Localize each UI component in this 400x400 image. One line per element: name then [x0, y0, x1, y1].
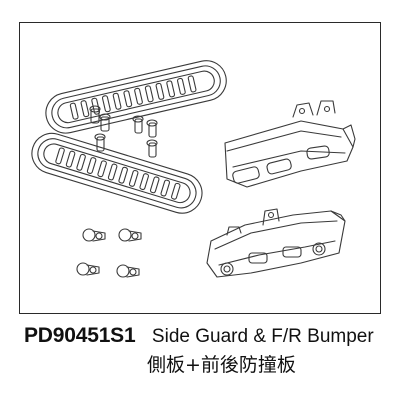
part-name-english: Side Guard & F/R Bumper — [151, 326, 374, 347]
rear-bumper — [224, 100, 356, 188]
parts-diagram-frame — [19, 22, 381, 314]
body-clip — [116, 264, 140, 278]
part-number: PD90451S1 — [24, 324, 136, 347]
front-bumper — [206, 208, 346, 278]
side-guard-upper — [45, 60, 227, 138]
body-clip — [76, 262, 100, 276]
body-clip — [118, 228, 142, 242]
body-clips — [76, 228, 142, 278]
parts-diagram — [31, 60, 356, 278]
part-name-chinese: 側板+前後防撞板 — [147, 354, 296, 376]
product-caption: PD90451S1 Side Guard & F/R Bumper 側板+前後防… — [24, 322, 394, 376]
side-guard-lower — [31, 132, 203, 214]
body-clip — [82, 228, 106, 242]
caption-line-english: PD90451S1 Side Guard & F/R Bumper — [24, 322, 394, 352]
